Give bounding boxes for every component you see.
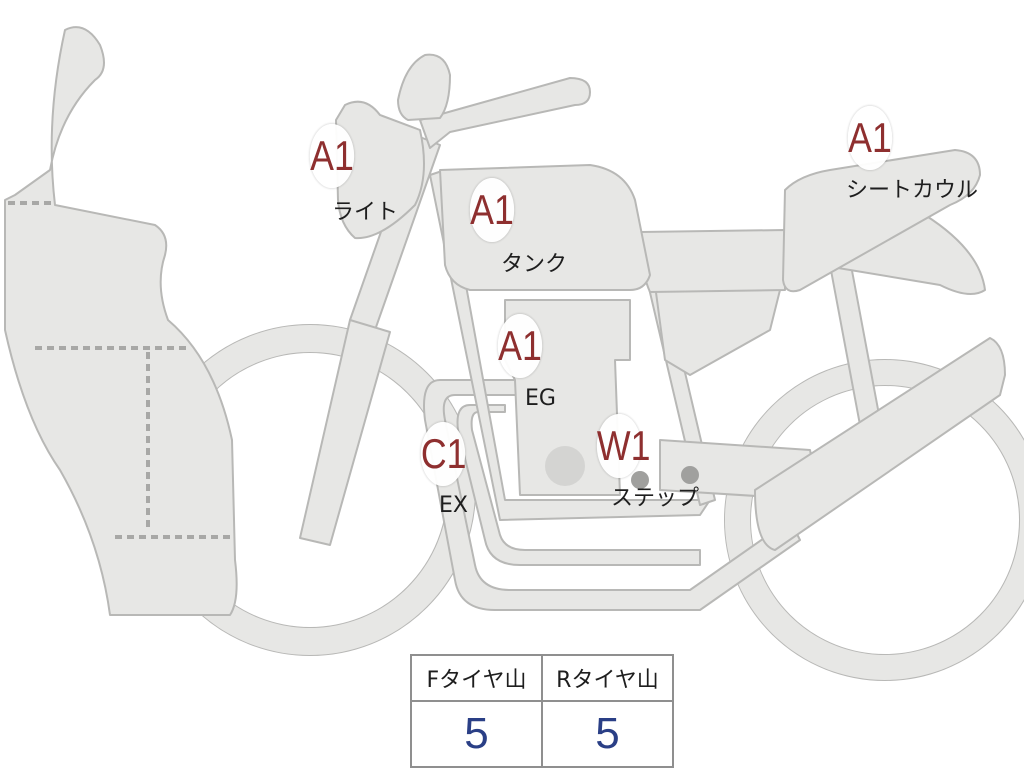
handlebar xyxy=(419,77,591,149)
rear-tire-value: 5 xyxy=(541,700,674,768)
fairing xyxy=(4,26,238,616)
tire-tread-table: Fタイヤ山 Rタイヤ山 5 5 xyxy=(410,654,674,768)
label-engine: EG xyxy=(525,386,556,411)
seat-cowl xyxy=(782,149,981,293)
grade-badge-tank: A1 xyxy=(469,178,515,242)
label-tank: タンク xyxy=(501,252,568,277)
front-tire-value: 5 xyxy=(410,700,543,768)
label-light: ライト xyxy=(332,200,399,225)
front-tire-header: Fタイヤ山 xyxy=(410,654,543,702)
grade-badge-light: A1 xyxy=(309,124,355,188)
label-step: ステップ xyxy=(611,486,700,511)
label-exhaust: EX xyxy=(439,493,468,518)
grade-badge-step: W1 xyxy=(596,414,650,478)
grade-badge-seat-cowl: A1 xyxy=(847,106,893,170)
grade-badge-engine: A1 xyxy=(497,314,543,378)
grade-badge-exhaust: C1 xyxy=(420,422,467,486)
muffler xyxy=(754,337,1006,551)
seat xyxy=(639,229,786,293)
mirror xyxy=(397,53,451,121)
exhaust-pipe xyxy=(423,379,801,611)
rear-tire-header: Rタイヤ山 xyxy=(541,654,674,702)
headlight xyxy=(335,100,425,240)
label-seat-cowl: シートカウル xyxy=(846,178,979,203)
